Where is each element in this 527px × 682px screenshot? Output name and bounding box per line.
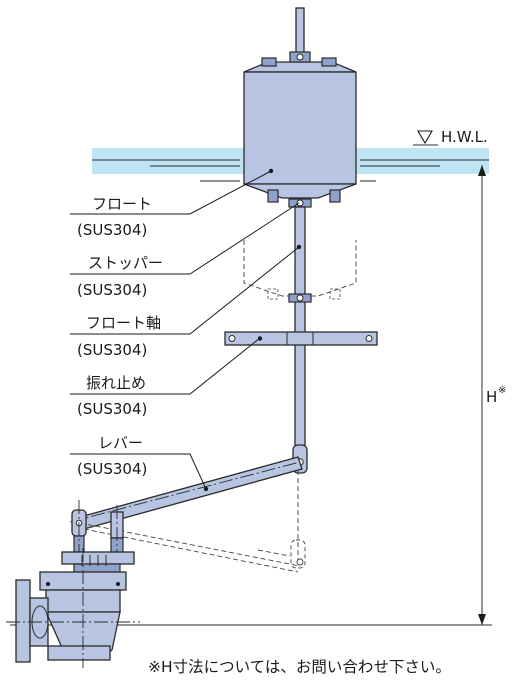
leader-lines — [70, 170, 300, 490]
h-dimension: H ※ — [472, 165, 506, 626]
hwl-label: H.W.L. — [441, 128, 488, 146]
float-shaft — [294, 206, 306, 448]
float-shaft-material: (SUS304) — [77, 341, 147, 359]
float-material: (SUS304) — [77, 221, 147, 239]
float-shaft-label: フロート軸 — [86, 314, 161, 332]
stopper — [288, 198, 312, 208]
valve-body — [6, 548, 140, 668]
part-labels: フロート (SUS304) ストッパー (SUS304) フロート軸 (SUS3… — [77, 195, 163, 478]
hwl-marker: H.W.L. — [413, 128, 488, 146]
lever-linkage — [71, 500, 124, 570]
footnote: ※H寸法については、お問い合わせ下さい。 — [148, 658, 451, 676]
stopper-label: ストッパー — [88, 254, 163, 272]
h-dimension-mark: ※ — [498, 385, 506, 396]
h-dimension-label: H — [486, 388, 497, 406]
steady-bar-material: (SUS304) — [77, 400, 147, 418]
steady-bar — [224, 331, 378, 346]
float-lowered-ghost — [243, 240, 357, 303]
steady-bar-label: 振れ止め — [86, 374, 146, 392]
float-body — [243, 51, 357, 203]
lever-label: レバー — [98, 434, 143, 452]
lever-material: (SUS304) — [77, 460, 147, 478]
float-label: フロート — [92, 195, 152, 213]
stopper-material: (SUS304) — [77, 281, 147, 299]
